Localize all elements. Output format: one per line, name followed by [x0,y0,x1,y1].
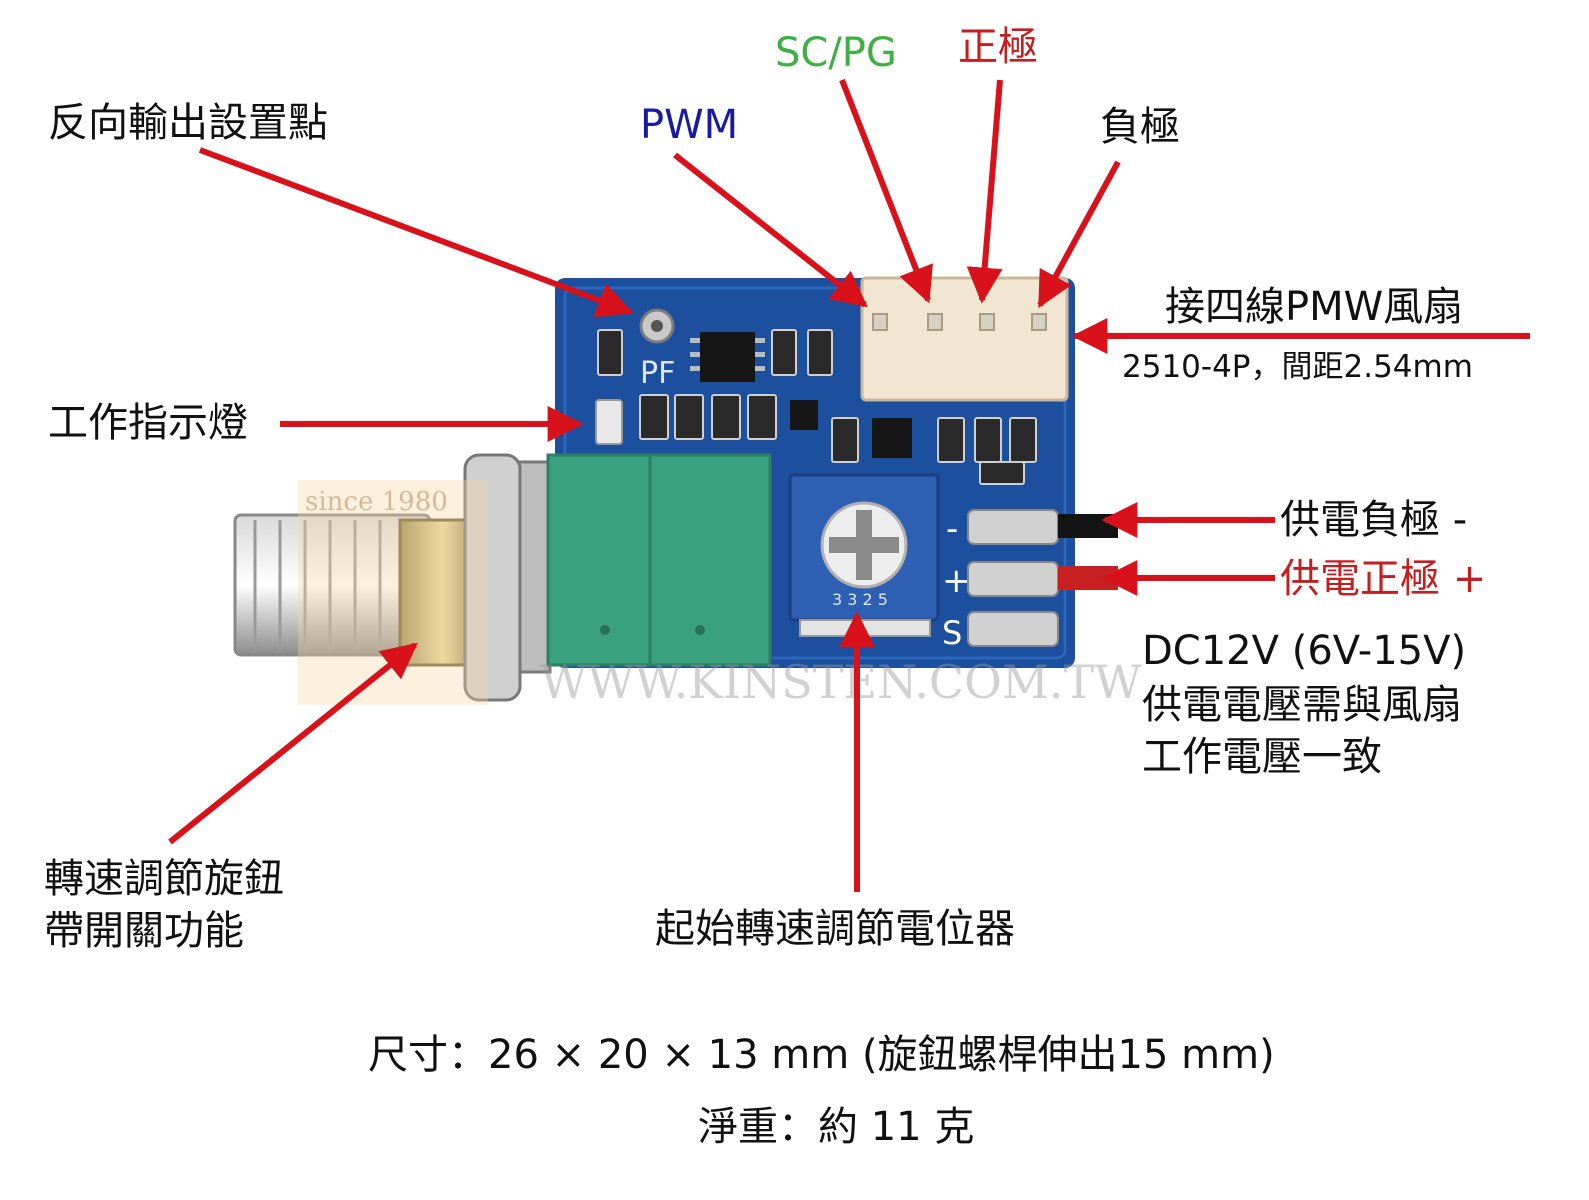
indicator-led [595,399,623,445]
power-pad-positive [967,561,1059,597]
transistor [872,418,912,458]
label-reverse-output: 反向輸出設置點 [48,100,328,146]
label-negative: 負極 [1100,104,1180,150]
label-fan-connector: 接四線PMW風扇 [1165,284,1464,330]
label-pwm: PWM [640,102,739,148]
label-scpg: SC/PG [775,30,897,76]
label-supply-positive: 供電正極 + [1280,556,1487,602]
minus-silkscreen: - [946,509,958,549]
label-weight: 淨重：約 11 克 [698,1104,975,1150]
transistor [790,400,818,430]
power-pad-negative [967,509,1059,545]
label-start-pot: 起始轉速調節電位器 [655,906,1015,952]
fan-connector [860,276,1069,402]
label-dimensions: 尺寸：26 × 20 × 13 mm (旋鈕螺桿伸出15 mm) [368,1032,1275,1078]
label-positive: 正極 [958,24,1038,70]
ic-chip [700,332,755,382]
watermark-url: WWW.KINSTEN.COM.TW [540,655,1142,709]
knob-washer [463,453,522,702]
s-silkscreen: S [942,614,962,652]
plus-silkscreen: + [942,561,971,601]
label-indicator-led: 工作指示燈 [48,400,248,446]
smd-components [597,329,1037,485]
label-voltage-note-2: 工作電壓一致 [1142,734,1382,780]
label-voltage-range: DC12V (6V-15V) [1142,628,1467,674]
label-voltage-note-1: 供電電壓需與風扇 [1142,682,1462,728]
label-knob-1: 轉速調節旋鈕 [44,856,284,902]
pf-silkscreen: PF [640,356,675,391]
potentiometer-body [546,453,772,667]
annotation-arrows [168,78,1530,892]
label-supply-negative: 供電負極 - [1280,497,1468,543]
label-connector-spec: 2510-4P，間距2.54mm [1122,349,1473,385]
label-knob-2: 帶開關功能 [44,908,244,954]
trimmer-marking: 3 3 2 5 [832,590,888,609]
watermark-since: since 1980 [305,487,448,517]
